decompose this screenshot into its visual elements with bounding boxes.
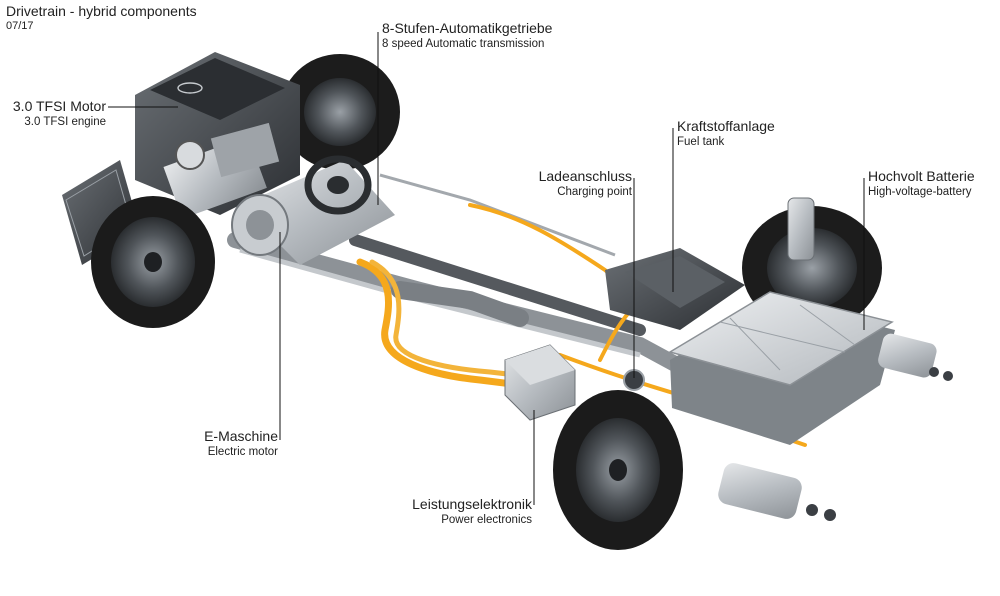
callout-transmission-en: 8 speed Automatic transmission [382, 38, 545, 50]
callout-fuel-en: Fuel tank [677, 136, 725, 148]
callout-engine-en: 3.0 TFSI engine [24, 116, 106, 128]
front-right-wheel [280, 54, 400, 170]
callout-power-en: Power electronics [441, 514, 532, 526]
rear-right-wheel [553, 390, 683, 550]
callout-engine: 3.0 TFSI Motor 3.0 TFSI engine [13, 98, 106, 129]
fuel-tank [605, 248, 745, 330]
callout-fuel-de: Kraftstoffanlage [677, 118, 775, 134]
callout-transmission-de: 8-Stufen-Automatikgetriebe [382, 20, 553, 36]
callout-fuel: Kraftstoffanlage Fuel tank [677, 118, 775, 149]
fuel-line [379, 173, 616, 257]
power-electronics-unit [504, 344, 576, 421]
callout-power: Leistungselektronik Power electronics [412, 496, 532, 527]
transmission [231, 160, 395, 265]
callout-charging-en: Charging point [557, 186, 632, 198]
callout-emotor: E-Maschine Electric motor [204, 428, 278, 459]
callout-power-de: Leistungselektronik [412, 496, 532, 512]
callout-engine-de: 3.0 TFSI Motor [12, 98, 106, 114]
callout-charging: Ladeanschluss Charging point [539, 168, 632, 199]
rear-mufflers [718, 333, 953, 521]
rear-air-spring [787, 197, 815, 261]
callout-battery-en: High-voltage-battery [868, 186, 972, 198]
callout-battery: Hochvolt Batterie High-voltage-battery [868, 168, 975, 199]
callout-emotor-en: Electric motor [207, 446, 278, 458]
leader-lines [108, 32, 865, 505]
engine-block [135, 52, 300, 219]
hv-battery [668, 291, 895, 445]
page-title: Drivetrain - hybrid components [6, 3, 197, 19]
drive-shaft [349, 234, 646, 336]
callout-transmission: 8-Stufen-Automatikgetriebe 8 speed Autom… [382, 20, 552, 51]
callout-charging-de: Ladeanschluss [538, 168, 632, 184]
callout-emotor-de: E-Maschine [204, 428, 278, 444]
callout-battery-de: Hochvolt Batterie [868, 168, 975, 184]
steering-wheel [304, 155, 372, 215]
page-date: 07/17 [6, 20, 34, 32]
front-left-wheel [91, 196, 215, 328]
header: Drivetrain - hybrid components 07/17 [6, 3, 197, 33]
